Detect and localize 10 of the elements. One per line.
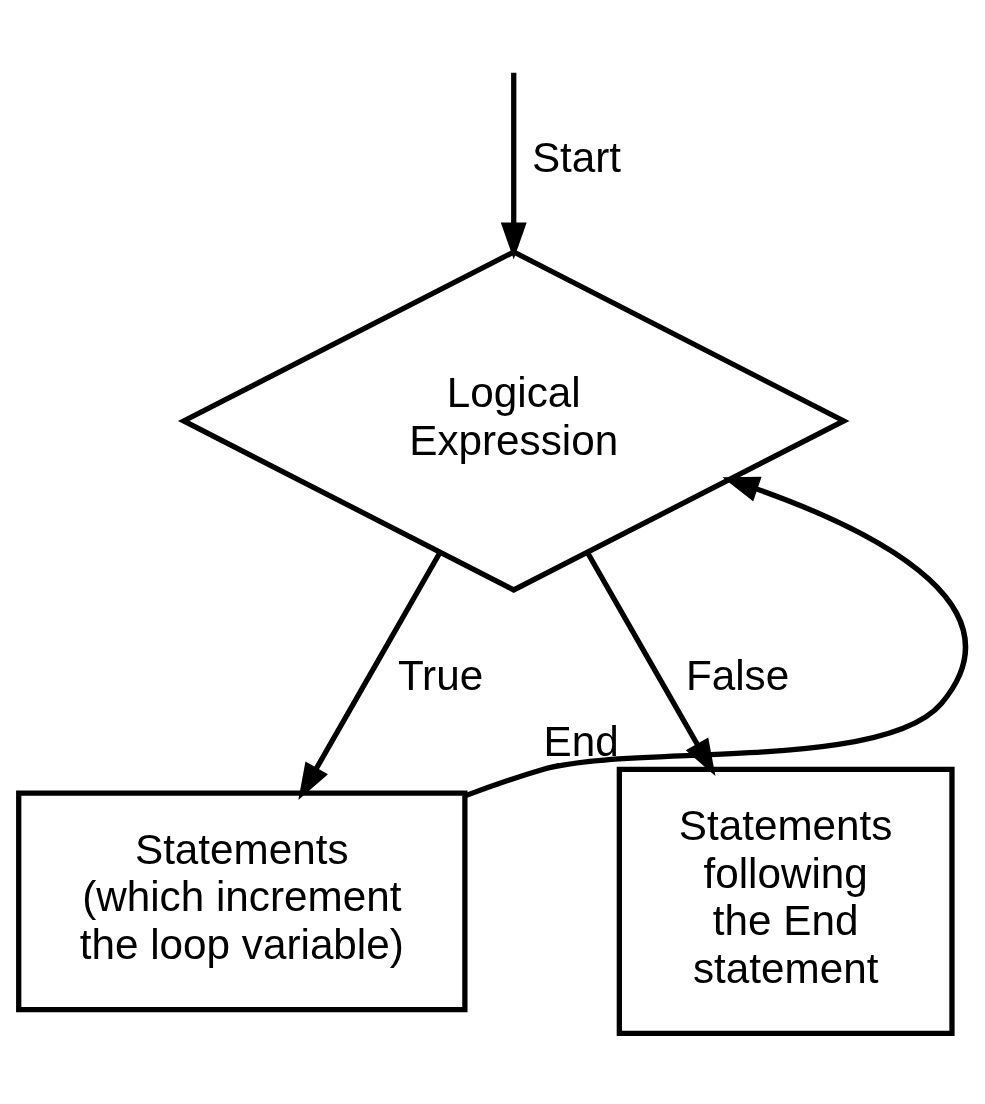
arrow — [500, 72, 527, 260]
node-box: Statements (which increment the loop variable) — [16, 790, 468, 1013]
edge-label: False — [685, 651, 790, 699]
arrow — [464, 476, 968, 799]
edge-label: True — [397, 651, 484, 699]
node-diamond: Logical Expression — [177, 249, 850, 593]
node-label: End — [543, 717, 619, 765]
edge-label: Start — [531, 134, 622, 182]
node-box: Statements following the End statement — [616, 766, 955, 1037]
arrow — [298, 552, 442, 801]
